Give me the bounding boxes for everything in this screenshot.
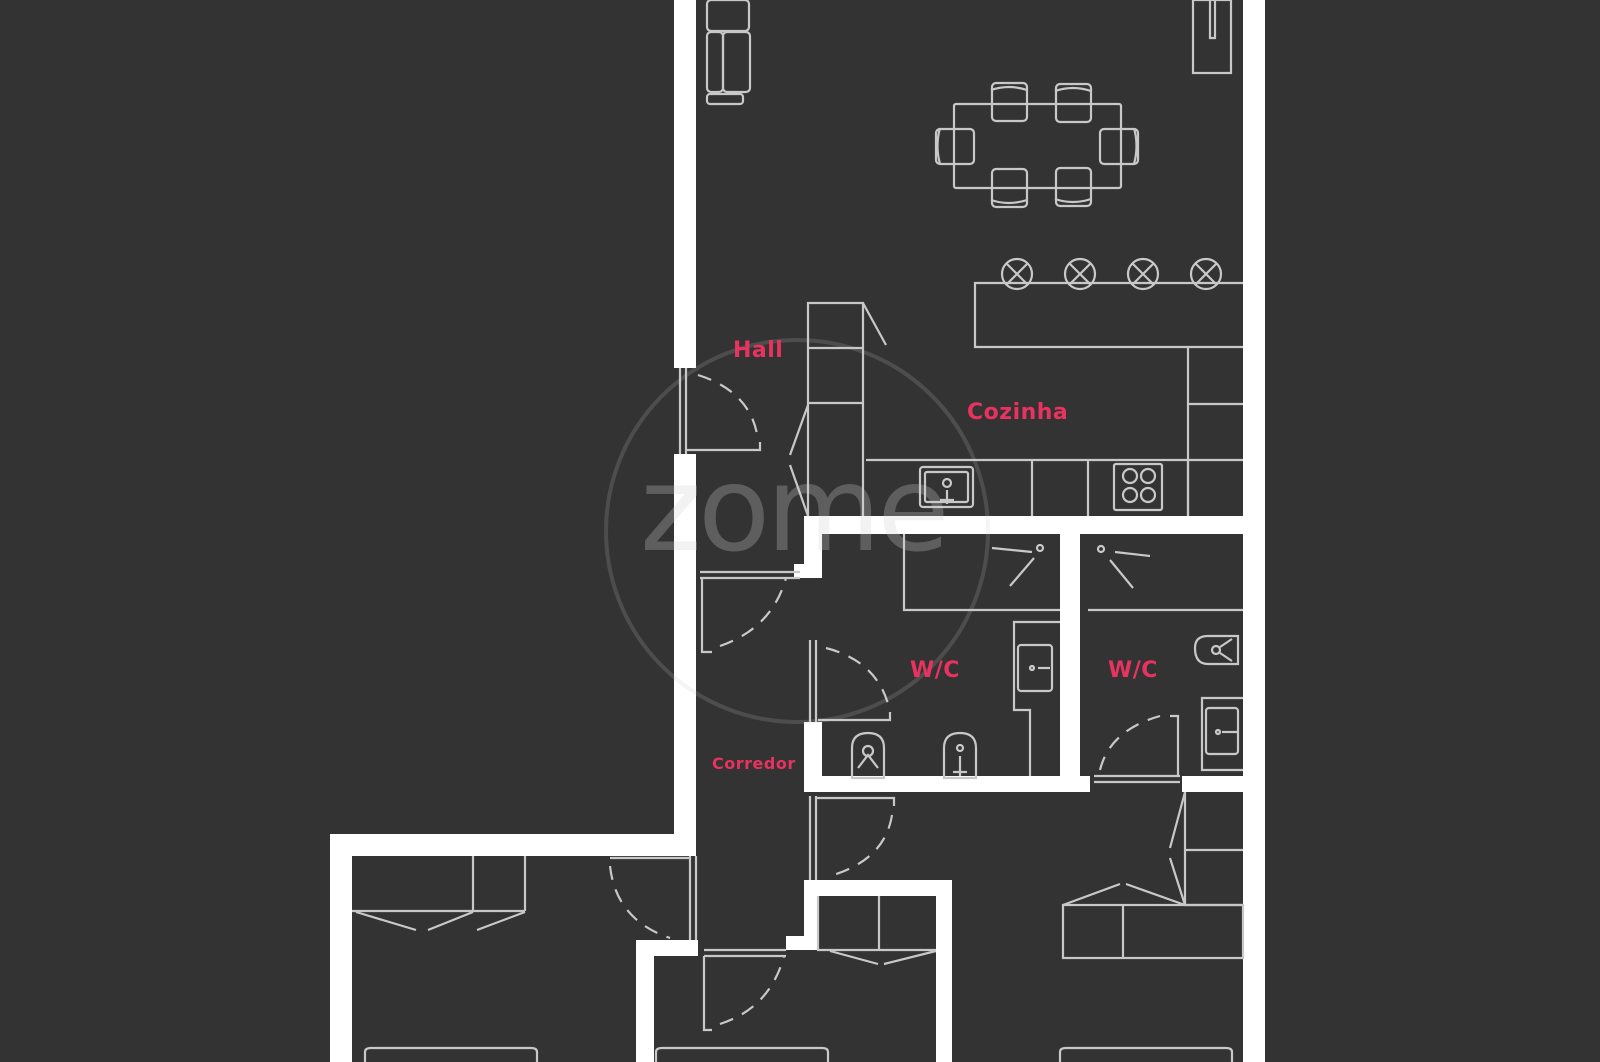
room-label-corredor: Corredor — [712, 754, 796, 773]
watermark-circle — [604, 338, 990, 724]
bar-stools — [1000, 257, 1223, 291]
room-label-wc-1: W/C — [910, 658, 960, 683]
room-label-wc-2: W/C — [1108, 658, 1158, 683]
fixtures — [352, 0, 1245, 1062]
room-label-hall: Hall — [733, 338, 784, 363]
room-label-cozinha: Cozinha — [967, 400, 1069, 425]
watermark-logo: zome — [640, 440, 950, 578]
